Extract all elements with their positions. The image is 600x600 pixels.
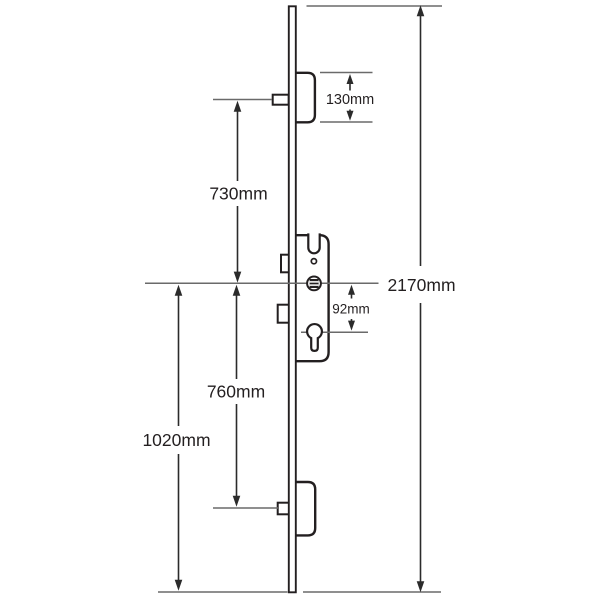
gearbox-details bbox=[306, 232, 323, 353]
dim-label-top-case-height: 130mm bbox=[326, 92, 374, 108]
euro-cylinder-cutout bbox=[306, 322, 323, 353]
latch-notch-mask bbox=[308, 232, 320, 254]
arrow-up-icon bbox=[348, 284, 355, 295]
dim-label-centre-to-bottom-point: 760mm bbox=[207, 382, 265, 402]
dim-top-case-height: 130mm bbox=[326, 74, 374, 121]
spindle-square-follower bbox=[309, 279, 319, 288]
arrow-up-icon bbox=[232, 284, 241, 296]
latch-notch bbox=[307, 233, 321, 255]
arrow-up-icon bbox=[416, 5, 425, 17]
arrow-down-icon bbox=[416, 581, 425, 593]
arrow-up-icon bbox=[346, 74, 354, 84]
arrow-down-icon bbox=[232, 495, 241, 507]
dim-label-overall-height: 2170mm bbox=[387, 275, 455, 295]
arrow-down-icon bbox=[233, 271, 242, 283]
top-latch-bolt bbox=[271, 93, 290, 106]
arrow-up-icon bbox=[233, 100, 242, 112]
fixing-hole bbox=[310, 257, 318, 265]
reference-lines bbox=[145, 5, 442, 593]
dim-label-centre-to-cylinder: 92mm bbox=[332, 302, 370, 317]
dim-centre-to-cylinder: 92mm bbox=[332, 284, 370, 331]
arrow-down-icon bbox=[348, 320, 355, 331]
arrow-down-icon bbox=[346, 110, 354, 121]
dim-label-centre-to-bottom: 1020mm bbox=[142, 430, 210, 450]
faceplate bbox=[287, 5, 297, 594]
dim-label-latch-to-centre: 730mm bbox=[209, 184, 267, 204]
top-hook-case bbox=[293, 71, 317, 124]
dim-centre-to-bottom-point: 760mm bbox=[207, 284, 265, 507]
arrow-down-icon bbox=[174, 579, 183, 591]
dim-latch-to-centre: 730mm bbox=[209, 100, 268, 283]
lock-assembly bbox=[271, 5, 330, 594]
dim-overall-height: 2170mm bbox=[387, 5, 456, 593]
arrow-up-icon bbox=[174, 284, 183, 296]
dim-centre-to-bottom: 1020mm bbox=[142, 284, 211, 591]
bottom-case bbox=[293, 480, 317, 537]
